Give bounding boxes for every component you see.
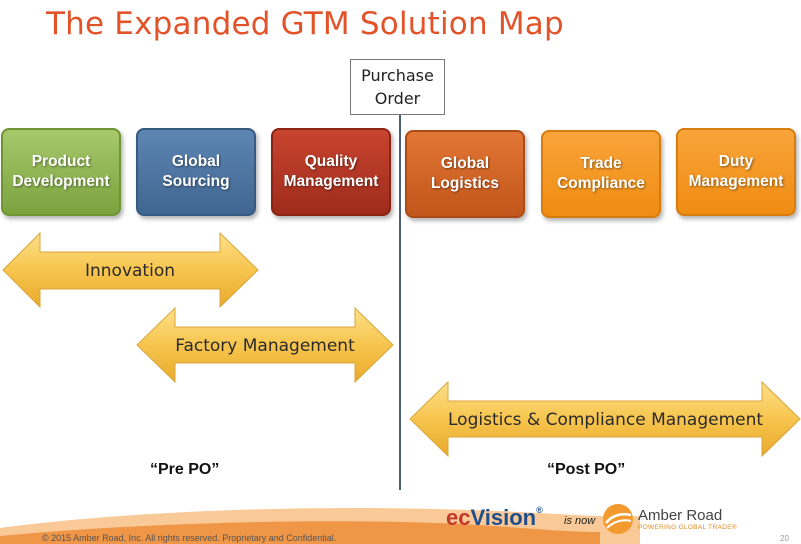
ecvision-reg: ® [536, 505, 543, 515]
box-trade-compliance: Trade Compliance [541, 130, 661, 218]
factory-management-label: Factory Management [175, 336, 355, 356]
logistics-compliance-label: Logistics & Compliance Management [448, 410, 764, 430]
footer-swoosh [0, 508, 640, 544]
box-product-development: Product Development [1, 128, 121, 216]
ecvision-ec: ec [446, 505, 471, 530]
box-quality-management-label: Quality Management [283, 153, 379, 190]
copyright-text: © 2015 Amber Road, Inc. All rights reser… [42, 533, 337, 543]
is-now-text: is now [564, 515, 596, 527]
post-po-label: “Post PO” [547, 461, 626, 478]
box-duty-management: Duty Management [676, 128, 796, 216]
box-product-development-label: Product Development [12, 153, 110, 190]
ecvision-logo: ecVision® [446, 505, 543, 531]
page-number: 20 [780, 534, 789, 543]
amber-road-logo-icon [603, 504, 633, 534]
innovation-label: Innovation [84, 261, 175, 281]
box-global-logistics: Global Logistics [405, 130, 525, 218]
logistics-compliance-arrow [409, 380, 801, 458]
pre-po-label: “Pre PO” [150, 461, 220, 478]
box-quality-management: Quality Management [271, 128, 391, 216]
purchase-order-box: Purchase Order [350, 59, 445, 115]
purchase-order-line1: Purchase [361, 66, 434, 85]
ecvision-vision: Vision [470, 505, 537, 530]
slide-title: The Expanded GTM Solution Map [46, 6, 564, 42]
amber-road-name: Amber Road [638, 507, 723, 524]
box-global-sourcing-label: Global Sourcing [162, 153, 230, 190]
amber-road-tagline: POWERING GLOBAL TRADE® [638, 524, 737, 531]
box-trade-compliance-label: Trade Compliance [557, 155, 645, 192]
box-global-sourcing: Global Sourcing [136, 128, 256, 216]
box-global-logistics-label: Global Logistics [430, 155, 500, 192]
box-duty-management-label: Duty Management [688, 153, 784, 190]
purchase-order-divider [399, 115, 401, 490]
factory-management-arrow [136, 306, 394, 384]
purchase-order-line2: Order [374, 89, 421, 108]
innovation-arrow [2, 231, 259, 309]
